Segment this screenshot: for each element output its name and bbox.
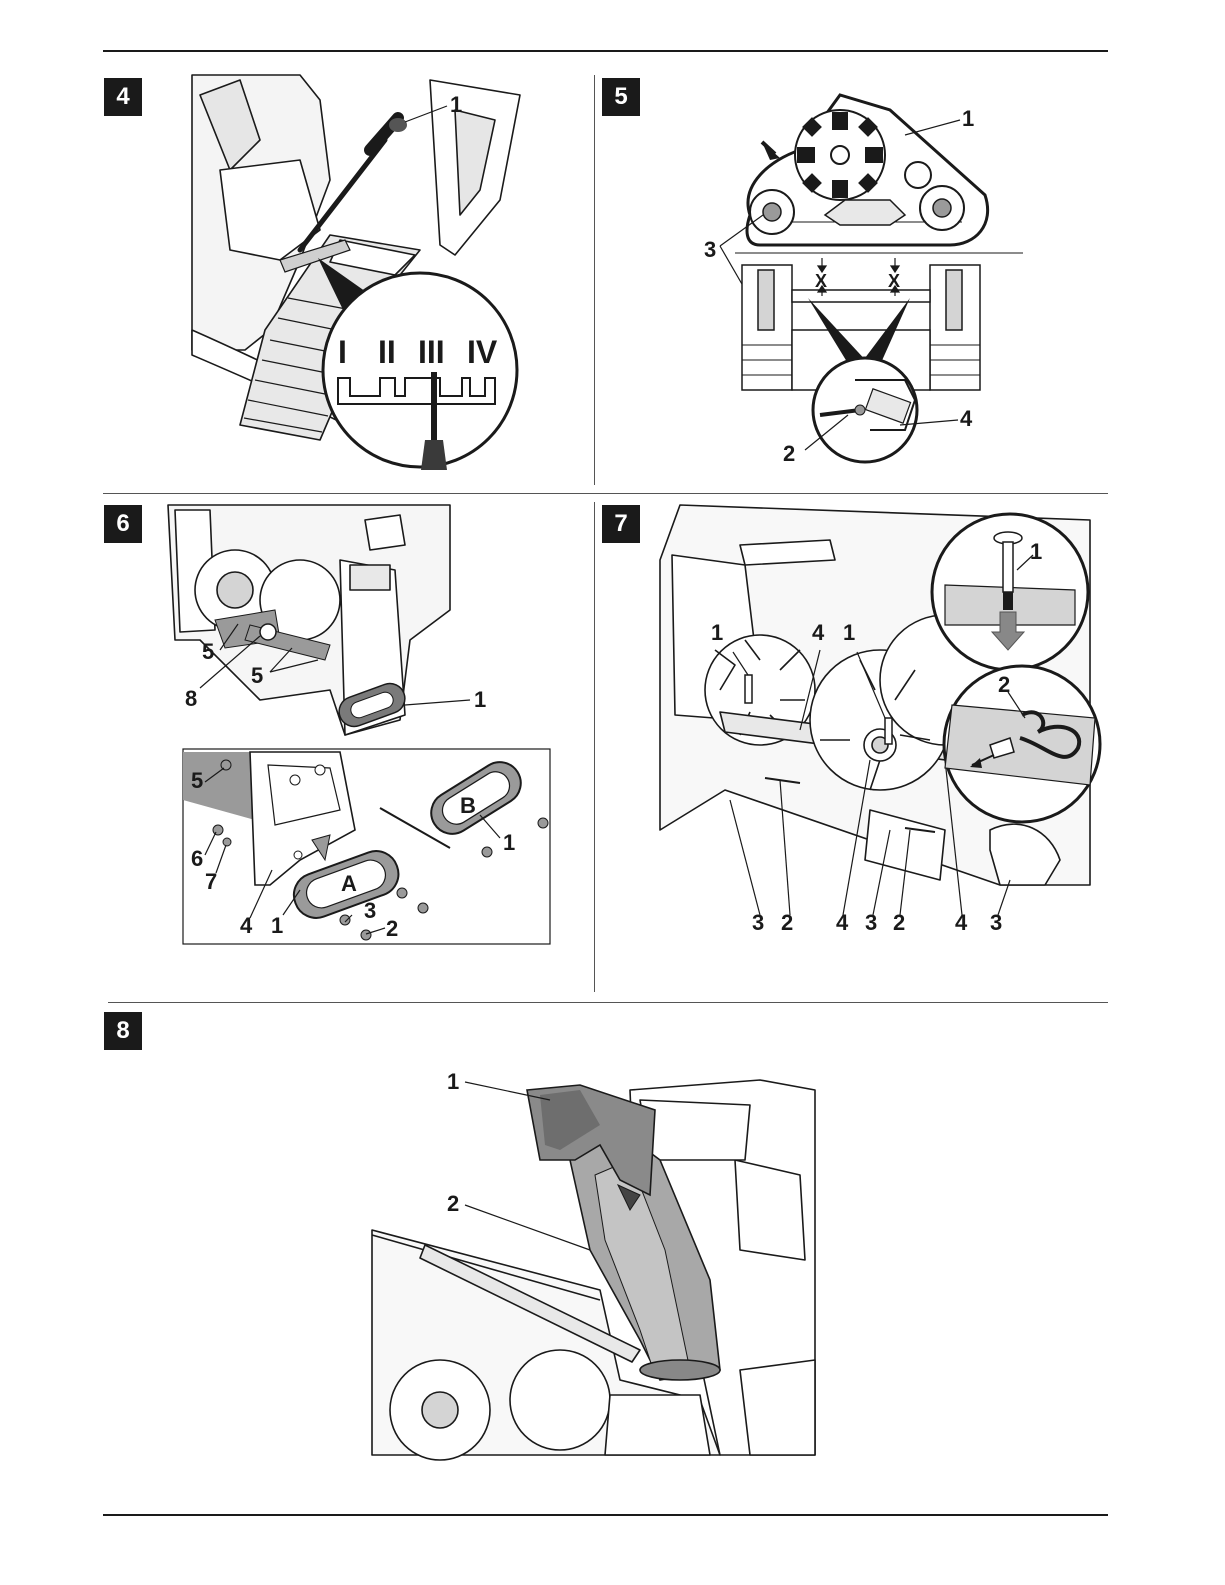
figure-8-illustration [0, 0, 1225, 1500]
figure-8: 8 1 2 [0, 0, 1225, 1500]
callout-2: 2 [447, 1193, 459, 1215]
bottom-rule [103, 1514, 1108, 1516]
callout-1: 1 [447, 1071, 459, 1093]
